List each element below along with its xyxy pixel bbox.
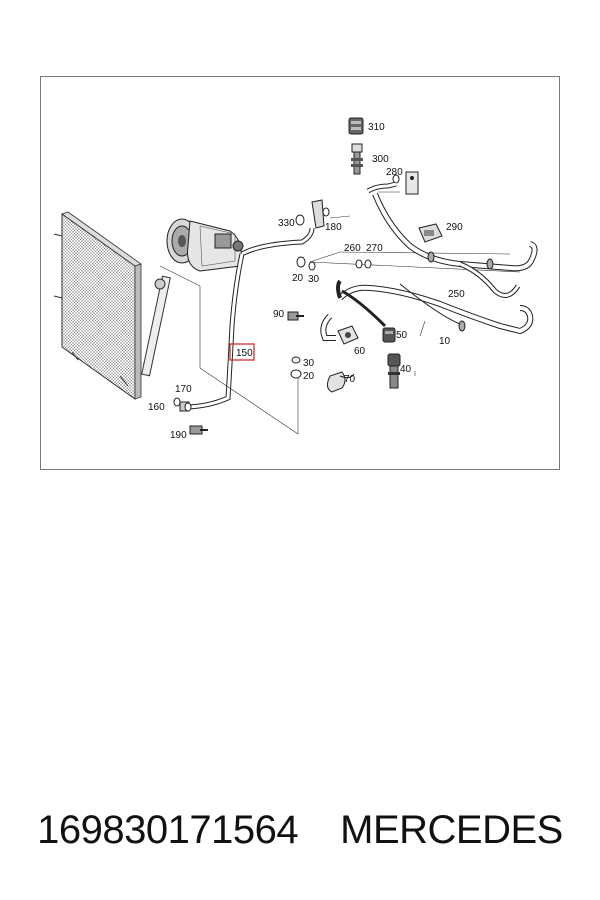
condenser	[53, 211, 171, 400]
connector-290	[418, 223, 443, 243]
valve-310	[348, 117, 364, 135]
part-number: 169830171564	[37, 807, 299, 852]
valve-300	[351, 143, 363, 175]
switch-50	[382, 327, 396, 343]
callout-250: 250	[448, 289, 465, 300]
clip-60	[337, 325, 359, 345]
callout-30-top: 30	[308, 274, 320, 285]
bracket-330-180	[295, 199, 330, 229]
callout-150-highlighted: 150	[236, 348, 253, 359]
callout-280: 280	[386, 167, 403, 178]
product-caption: 169830171564 MERCEDES	[0, 800, 600, 860]
callout-labels: 310 300 280 290 330 180 260 270 20 30 25…	[148, 122, 465, 441]
suction-line-250	[366, 181, 538, 298]
callout-180: 180	[325, 222, 342, 233]
switch-40	[387, 353, 401, 389]
callout-310: 310	[368, 122, 385, 133]
fitting-160-170	[173, 397, 192, 412]
bracket-280	[392, 171, 419, 195]
compressor	[166, 218, 244, 272]
leader-lines	[159, 191, 521, 435]
bolt-190	[189, 425, 208, 435]
callout-20-bottom: 20	[303, 371, 315, 382]
callout-60: 60	[354, 346, 366, 357]
orings-20-30	[290, 256, 372, 379]
callout-190: 190	[170, 430, 187, 441]
callout-30-bottom: 30	[303, 358, 315, 369]
callout-20-top: 20	[292, 273, 304, 284]
callout-170: 170	[175, 384, 192, 395]
callout-50: 50	[396, 330, 408, 341]
pressure-line-10	[320, 279, 534, 341]
bolt-90	[287, 311, 304, 321]
callout-90: 90	[273, 309, 285, 320]
clamp-70	[326, 371, 355, 393]
callout-260: 260	[344, 243, 361, 254]
callout-160: 160	[148, 402, 165, 413]
callout-270: 270	[366, 243, 383, 254]
callout-290: 290	[446, 222, 463, 233]
ac-parts-diagram: 310 300 280 290 330 180 260 270 20 30 25…	[53, 117, 538, 441]
callout-330: 330	[278, 218, 295, 229]
callout-40: 40	[400, 364, 412, 375]
callout-300: 300	[372, 154, 389, 165]
highlight-box-150	[229, 343, 255, 361]
callout-70: 70	[344, 374, 356, 385]
brand-name: MERCEDES	[340, 807, 563, 852]
callout-10: 10	[439, 336, 451, 347]
